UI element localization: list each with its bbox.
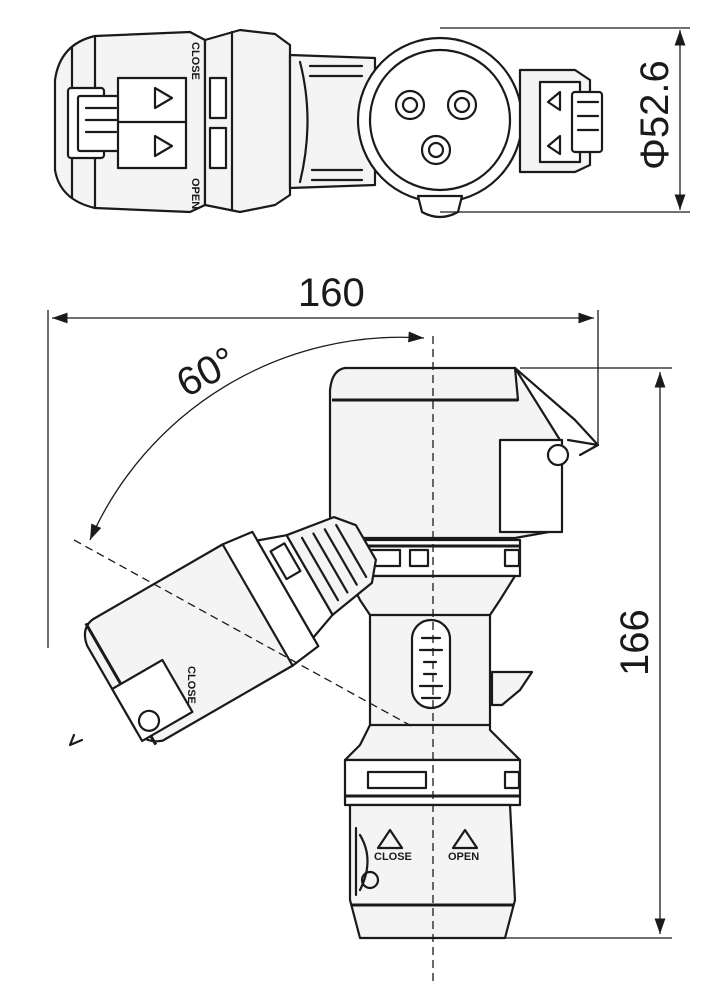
close-label: CLOSE bbox=[374, 851, 412, 863]
height-dimension: 166 bbox=[613, 609, 657, 676]
top-close-label: CLOSE bbox=[189, 42, 201, 80]
diameter-dimension: Φ52.6 bbox=[633, 60, 677, 170]
rotated-close-label: CLOSE bbox=[185, 666, 197, 704]
width-dimension: 160 bbox=[298, 271, 365, 315]
side-view: CLOSE OPEN CLOSE 160 166 60 bbox=[47, 271, 672, 985]
top-open-label: OPEN bbox=[189, 178, 201, 209]
top-view: CLOSE OPEN Φ52.6 bbox=[53, 27, 690, 219]
angle-dimension: 60° bbox=[170, 339, 244, 406]
open-label: OPEN bbox=[448, 851, 479, 863]
